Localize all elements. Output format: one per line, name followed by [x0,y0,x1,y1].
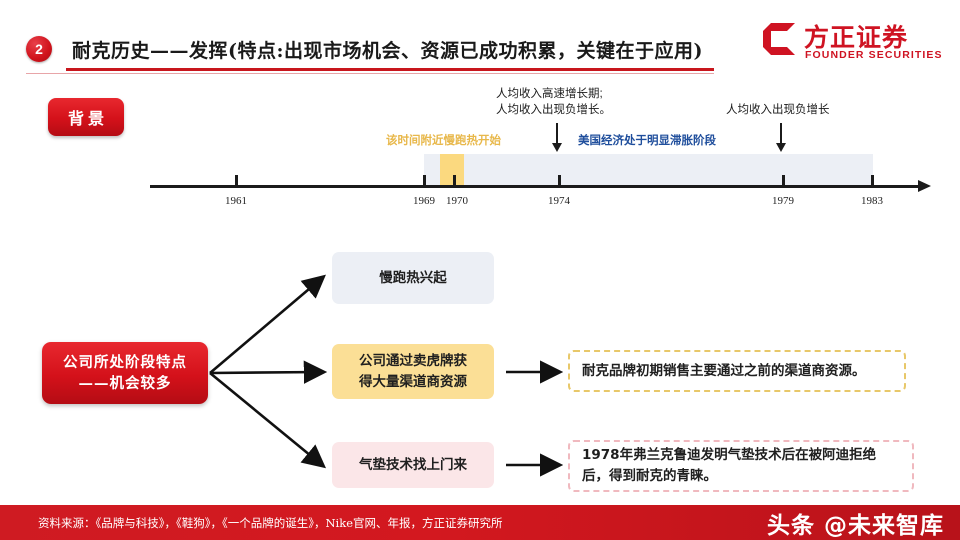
background-section-pill: 背景 [48,98,124,136]
flow-root-line2: ——机会较多 [78,375,172,392]
timeline-year-label: 1970 [446,195,468,207]
timeline-year-label: 1961 [225,195,247,207]
timeline-year-label: 1974 [548,195,570,207]
note-air-technology-line2: 后，得到耐克的青睐。 [582,468,717,484]
note-channel-resources: 耐克品牌初期销售主要通过之前的渠道商资源。 [568,350,906,392]
stage-box-tiger-line1: 公司通过卖虎牌获 [359,352,467,369]
founder-securities-logo: 方正证券 FOUNDER SECURITIES [762,18,942,64]
watermark-text: 头条 @未来智库 [766,513,944,539]
page-title: 耐克历史——发挥(特点:出现市场机会、资源已成功积累，关键在于应用) [72,40,703,62]
timeline-highlight-band [440,154,464,187]
timeline-year-label: 1969 [413,195,435,207]
footer-source-text: 资料来源：《品牌与科技》，《鞋狗》，《一个品牌的诞生》，Nike官网、年报，方正… [38,516,503,530]
annotation-jogging-boom: 该时间附近慢跑热开始 [386,135,501,147]
timeline-tick [453,175,456,186]
timeline-tick [782,175,785,186]
stage-box-tiger-channels: 公司通过卖虎牌获 得大量渠道商资源 [332,344,494,399]
logo-text-cn: 方正证券 [804,23,909,52]
timeline-tick [871,175,874,186]
section-number-badge: 2 [26,36,52,62]
timeline-tick [558,175,561,186]
header-rule-thick [66,68,714,71]
timeline-year-label: 1979 [772,195,794,207]
annotation-stagflation: 美国经济处于明显滞胀阶段 [578,135,716,147]
founder-logo-mark-icon [763,23,795,55]
annotation-1974-line1: 人均收入高速增长期; [496,88,603,100]
timeline-tick [423,175,426,186]
annotation-1979: 人均收入出现负增长 [726,104,830,116]
timeline-axis [150,185,922,188]
logo-text-en: FOUNDER SECURITIES [805,49,943,61]
timeline-arrow-icon [918,180,931,192]
flow-root-node: 公司所处阶段特点 ——机会较多 [42,342,208,404]
timeline-year-label: 1983 [861,195,883,207]
stage-box-air-tech: 气垫技术找上门来 [332,442,494,488]
stage-box-tiger-line2: 得大量渠道商资源 [359,373,467,390]
timeline-shaded-band [424,154,873,187]
header-rule-thin [26,73,714,74]
note-air-technology: 1978年弗兰克鲁迪发明气垫技术后在被阿迪拒绝 后，得到耐克的青睐。 [568,440,914,492]
footer-bar [0,505,960,540]
note-air-technology-line1: 1978年弗兰克鲁迪发明气垫技术后在被阿迪拒绝 [582,447,877,463]
annotation-1974-line2: 人均收入出现负增长。 [496,104,611,116]
annotation-1974: 人均收入高速增长期; 人均收入出现负增长。 [496,86,611,118]
timeline-tick [235,175,238,186]
flow-root-line1: 公司所处阶段特点 [63,354,187,371]
stage-box-jogging: 慢跑热兴起 [332,252,494,304]
